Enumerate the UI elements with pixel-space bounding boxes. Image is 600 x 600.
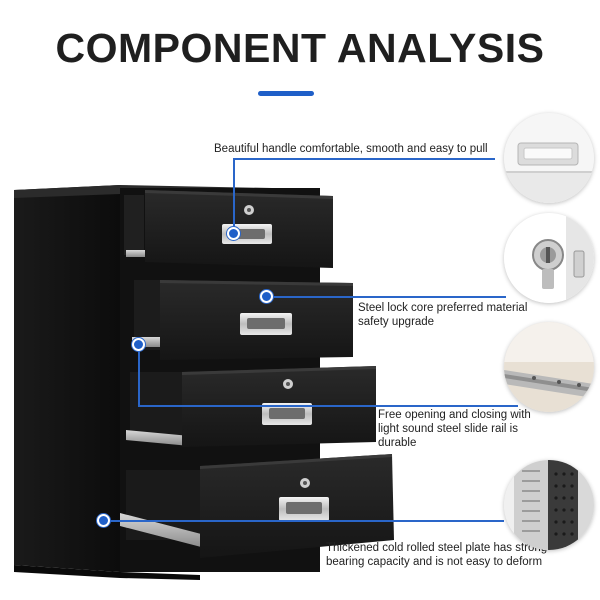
callout-line-lock	[266, 296, 506, 298]
callout-dot-rail	[132, 338, 145, 351]
callout-label-lock: Steel lock core preferred material safet…	[358, 302, 528, 328]
callout-label-handle: Beautiful handle comfortable, smooth and…	[214, 143, 488, 155]
callout-line-rail	[138, 344, 140, 406]
title-underline	[258, 91, 314, 96]
steel-plate-detail-image	[504, 460, 594, 550]
callout-dot-lock	[260, 290, 273, 303]
lock-detail-image	[504, 213, 594, 303]
callout-label-rail: Free opening and closing with light soun…	[378, 409, 531, 449]
callout-label-plate: Thickened cold rolled steel plate has st…	[326, 542, 548, 568]
callout-line-handle	[233, 158, 235, 232]
callout-dot-plate	[97, 514, 110, 527]
callout-line-plate	[104, 520, 504, 522]
slide-rail-detail-image	[504, 322, 594, 412]
handle-detail-image	[504, 113, 594, 203]
page-title: COMPONENT ANALYSIS	[55, 25, 545, 71]
callout-dot-handle	[227, 227, 240, 240]
